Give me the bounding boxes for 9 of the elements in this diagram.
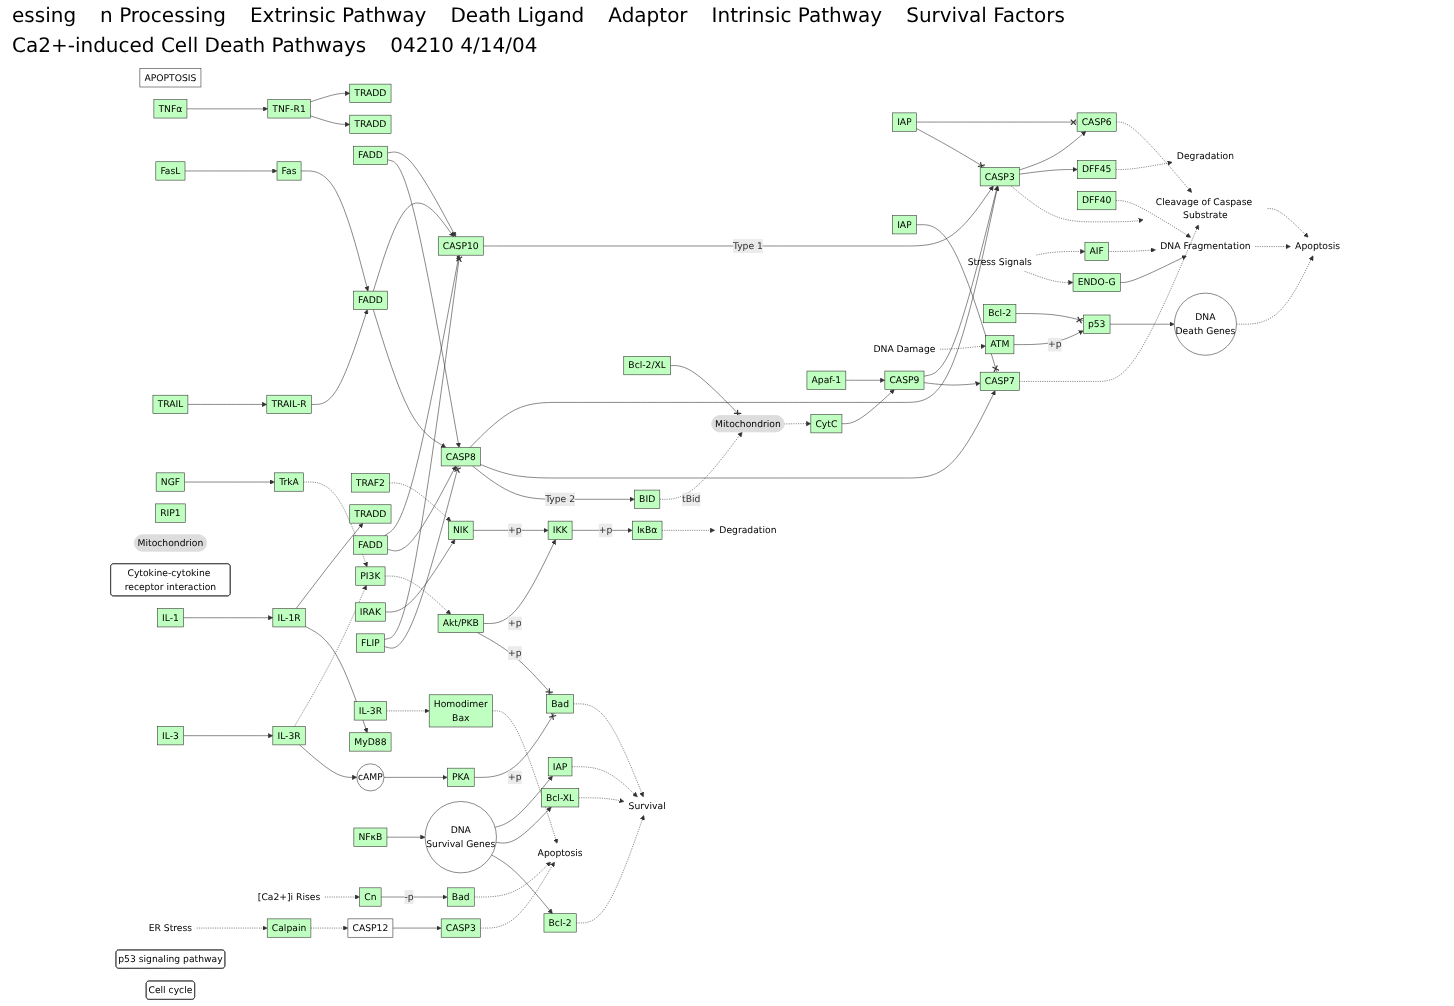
label-text: Adaptor	[608, 6, 688, 28]
label-text: Survival Factors	[906, 6, 1065, 28]
label-text: Death Ligand	[450, 6, 585, 28]
label-text: n Processing	[100, 6, 226, 28]
label-text: Extrinsic Pathway	[249, 6, 427, 28]
label-text: essing	[12, 6, 77, 28]
label-text: Ca2+-induced Cell Death Pathways	[12, 36, 367, 58]
label-text: Intrinsic Pathway	[711, 6, 883, 28]
label-text: 04210 4/14/04	[390, 36, 538, 58]
